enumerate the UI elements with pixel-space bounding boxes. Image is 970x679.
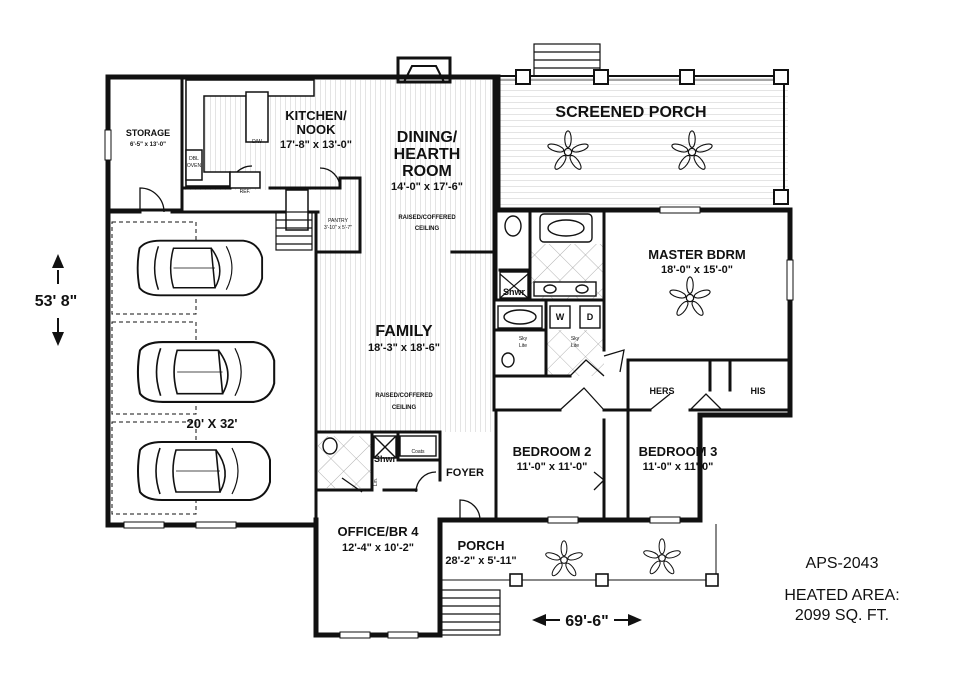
refrigerator-label: REF. xyxy=(240,189,251,195)
foyer-label: FOYER xyxy=(446,467,484,479)
storage-size: 6'-5" x 13'-0" xyxy=(130,142,166,148)
dishwasher-label: D/W xyxy=(252,139,262,145)
office-size: 12'-4" x 10'-2" xyxy=(342,542,414,554)
plan-code: APS-2043 xyxy=(806,555,879,572)
skylite-2a: Sky xyxy=(571,336,580,342)
heated-area-value: 2099 SQ. FT. xyxy=(795,607,889,624)
depth-dimension: 53' 8" xyxy=(35,293,78,310)
laundry-tile xyxy=(546,330,604,376)
skylite-1a: Sky xyxy=(519,336,528,342)
fan-icon xyxy=(668,276,712,318)
kitchen-label-line2: NOOK xyxy=(297,122,337,137)
linen-label: Lin. xyxy=(373,478,379,486)
garage-cars xyxy=(136,239,276,502)
depth-dimension-arrow xyxy=(52,254,64,346)
dining-floor xyxy=(360,80,494,252)
family-ceiling-2: CEILING xyxy=(392,405,417,411)
garage-size: 20' X 32' xyxy=(187,416,238,431)
screened-porch-floor xyxy=(498,76,788,208)
fan-icon xyxy=(544,540,584,578)
kitchen-label: KITCHEN/ xyxy=(285,108,347,123)
pantry-size: 3'-10" x 5'-7" xyxy=(324,225,352,231)
dining-size: 14'-0" x 17'-6" xyxy=(391,181,463,193)
his-closet-label: HIS xyxy=(750,386,765,396)
garage-steps xyxy=(275,211,313,251)
bedroom2-label: BEDROOM 2 xyxy=(513,444,592,459)
hall-bath-fixtures xyxy=(497,305,543,368)
front-porch-structure xyxy=(441,524,719,587)
dining-label-line2: HEARTH xyxy=(394,146,461,163)
windows xyxy=(104,129,794,639)
kitchen-counters xyxy=(185,79,315,231)
dining-label-line3: ROOM xyxy=(402,163,452,180)
dining-label: DINING/ xyxy=(397,129,458,146)
kitchen-size: 17'-8" x 13'-0" xyxy=(280,139,352,151)
oven-label-2: OVEN xyxy=(187,163,202,169)
heated-area-label: HEATED AREA: xyxy=(784,587,899,604)
bedroom2-size: 11'-0" x 11'-0" xyxy=(517,461,588,473)
dining-ceiling-1: RAISED/COFFERED xyxy=(398,215,456,221)
bedroom3-size: 11'-0" x 11'-0" xyxy=(643,461,714,473)
office-bath-fixtures xyxy=(322,435,437,459)
bedroom3-label: BEDROOM 3 xyxy=(639,444,718,459)
width-dimension: 69'-6" xyxy=(565,613,608,630)
family-ceiling-1: RAISED/COFFERED xyxy=(375,393,433,399)
family-size: 18'-3" x 18'-6" xyxy=(368,342,440,354)
fan-icon xyxy=(642,538,682,576)
storage-label: STORAGE xyxy=(126,128,170,138)
laundry-machines xyxy=(549,305,601,329)
family-floor xyxy=(318,252,494,432)
hers-closet-label: HERS xyxy=(649,386,674,396)
skylite-1b: Lite xyxy=(519,343,527,349)
screened-porch-steps xyxy=(533,43,601,77)
master-shower-label: Shwr xyxy=(503,287,526,297)
pantry-floor xyxy=(316,190,360,252)
master-shower xyxy=(499,273,529,299)
porch-steps xyxy=(439,589,501,636)
interior-walls xyxy=(106,75,792,522)
skylite-2b: Lite xyxy=(571,343,579,349)
screened-porch-structure xyxy=(500,69,789,205)
oven-label-1: DBL xyxy=(189,156,199,162)
pantry-label: PANTRY xyxy=(328,218,348,224)
porch-size: 28'-2" x 5'-11" xyxy=(445,555,516,567)
coats-label: Coats xyxy=(411,449,425,455)
washer-label: W xyxy=(556,312,565,322)
porch-label: PORCH xyxy=(458,538,505,553)
dining-ceiling-2: CEILING xyxy=(415,226,440,232)
family-label: FAMILY xyxy=(375,323,433,340)
width-dimension-arrow xyxy=(532,614,642,626)
master-label: MASTER BDRM xyxy=(648,247,746,262)
dryer-label: D xyxy=(587,312,594,322)
hall-shower-label: Shwr xyxy=(374,454,397,464)
office-label: OFFICE/BR 4 xyxy=(338,524,420,539)
master-size: 18'-0" x 15'-0" xyxy=(661,264,733,276)
screened-porch-label: SCREENED PORCH xyxy=(555,104,706,121)
